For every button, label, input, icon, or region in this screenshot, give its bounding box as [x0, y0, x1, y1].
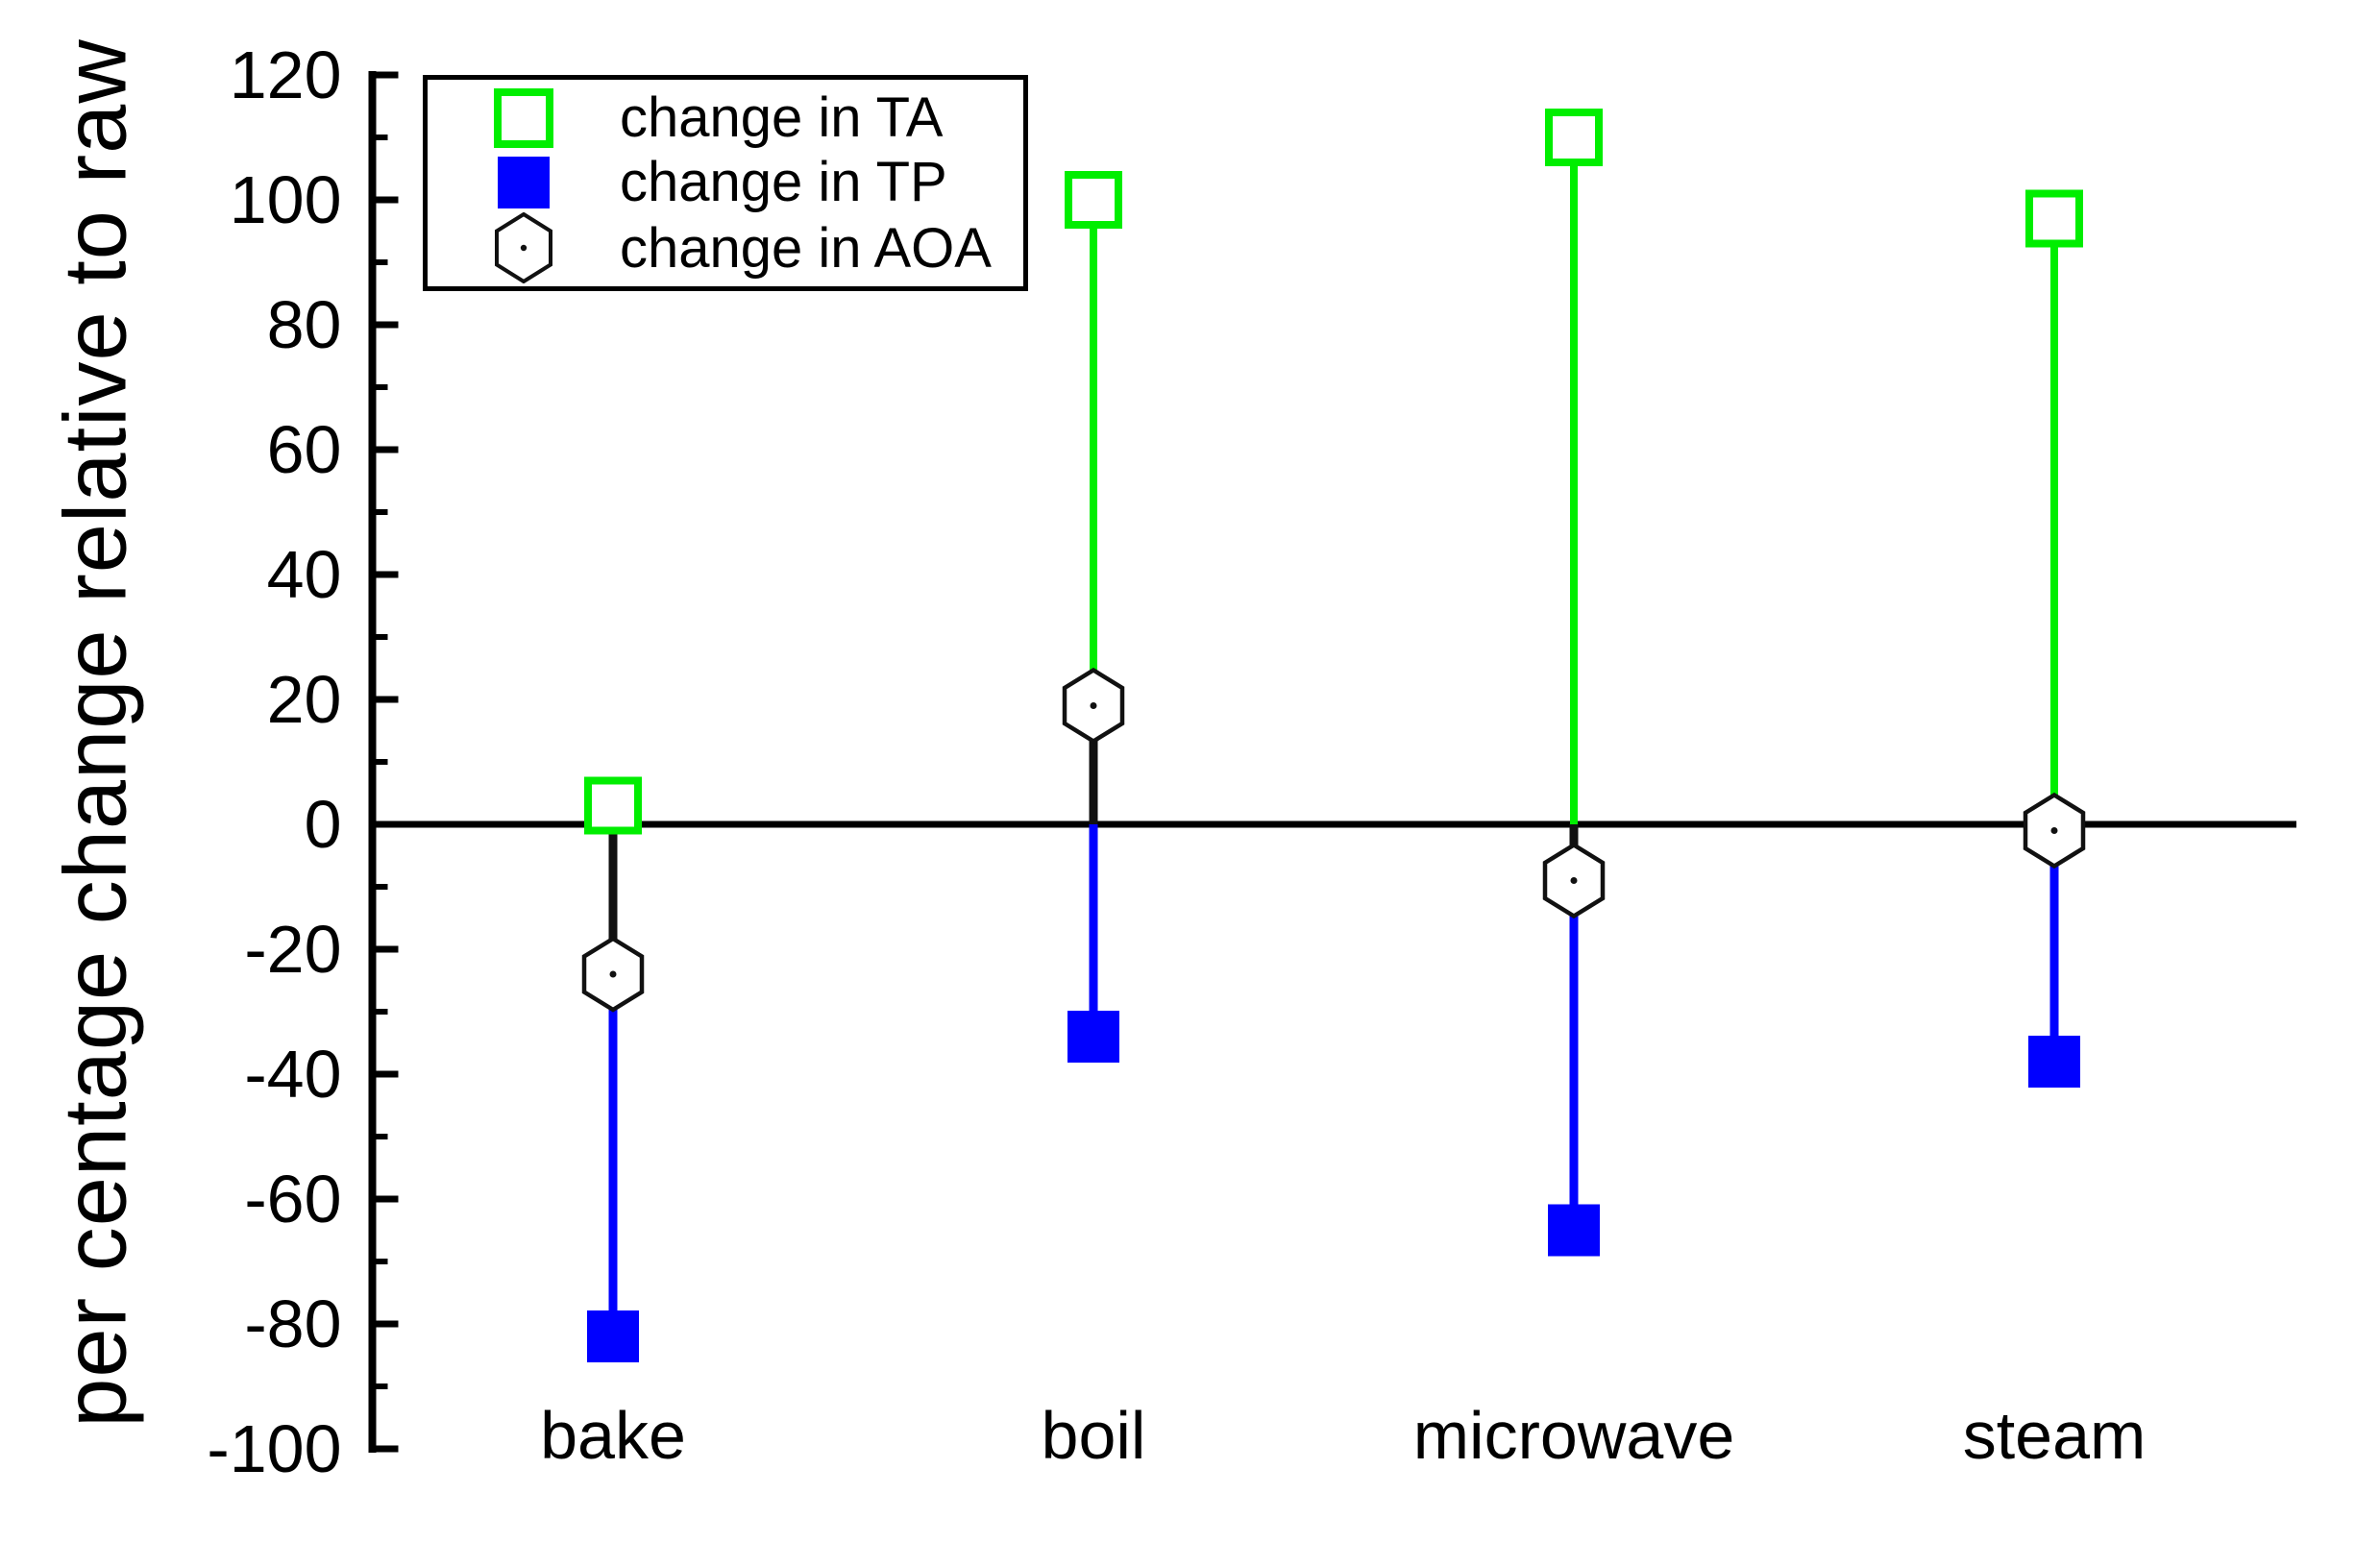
x-category-label: microwave [1413, 1398, 1735, 1473]
y-tick-label: 80 [267, 287, 342, 362]
y-tick-label: -100 [207, 1411, 341, 1486]
tp-marker [2028, 1036, 2080, 1088]
legend-box: change in TA change in TP change in AOA [423, 75, 1028, 291]
legend-label-ta: change in TA [620, 86, 944, 149]
y-tick-label: -40 [244, 1037, 341, 1112]
legend-label-aoa: change in AOA [620, 216, 992, 280]
y-tick-label: 0 [305, 787, 342, 862]
filled-square-blue-icon [498, 156, 550, 208]
y-tick-label: -80 [244, 1286, 341, 1361]
x-category-label: boil [1042, 1398, 1146, 1473]
aoa-marker-dot [2050, 827, 2058, 834]
y-tick-label: -60 [244, 1162, 341, 1236]
legend-item-tp: change in TP [428, 150, 1023, 214]
y-tick-label: 20 [267, 662, 342, 737]
y-tick-label: 60 [267, 412, 342, 487]
ta-marker [1545, 109, 1603, 166]
tp-marker [1548, 1204, 1600, 1257]
y-tick-label: 120 [230, 37, 342, 112]
legend-item-ta: change in TA [428, 86, 1023, 150]
ta-marker [2025, 189, 2083, 248]
y-tick-label: 100 [230, 162, 342, 237]
tp-marker [1067, 1011, 1119, 1063]
open-hexagon-icon [495, 212, 552, 283]
tp-marker [587, 1310, 639, 1362]
x-category-label: steam [1963, 1398, 2147, 1473]
ta-marker [1065, 171, 1122, 229]
aoa-marker-dot [609, 970, 617, 978]
legend-label-tp: change in TP [620, 151, 947, 213]
y-tick-label: -20 [244, 912, 341, 987]
aoa-marker-dot [1090, 702, 1097, 709]
x-category-label: bake [540, 1398, 686, 1473]
ta-marker [584, 776, 642, 835]
open-square-green-icon [494, 87, 553, 148]
aoa-marker-dot [1570, 877, 1578, 884]
legend-item-aoa: change in AOA [428, 212, 1023, 283]
y-tick-label: 40 [267, 537, 342, 612]
